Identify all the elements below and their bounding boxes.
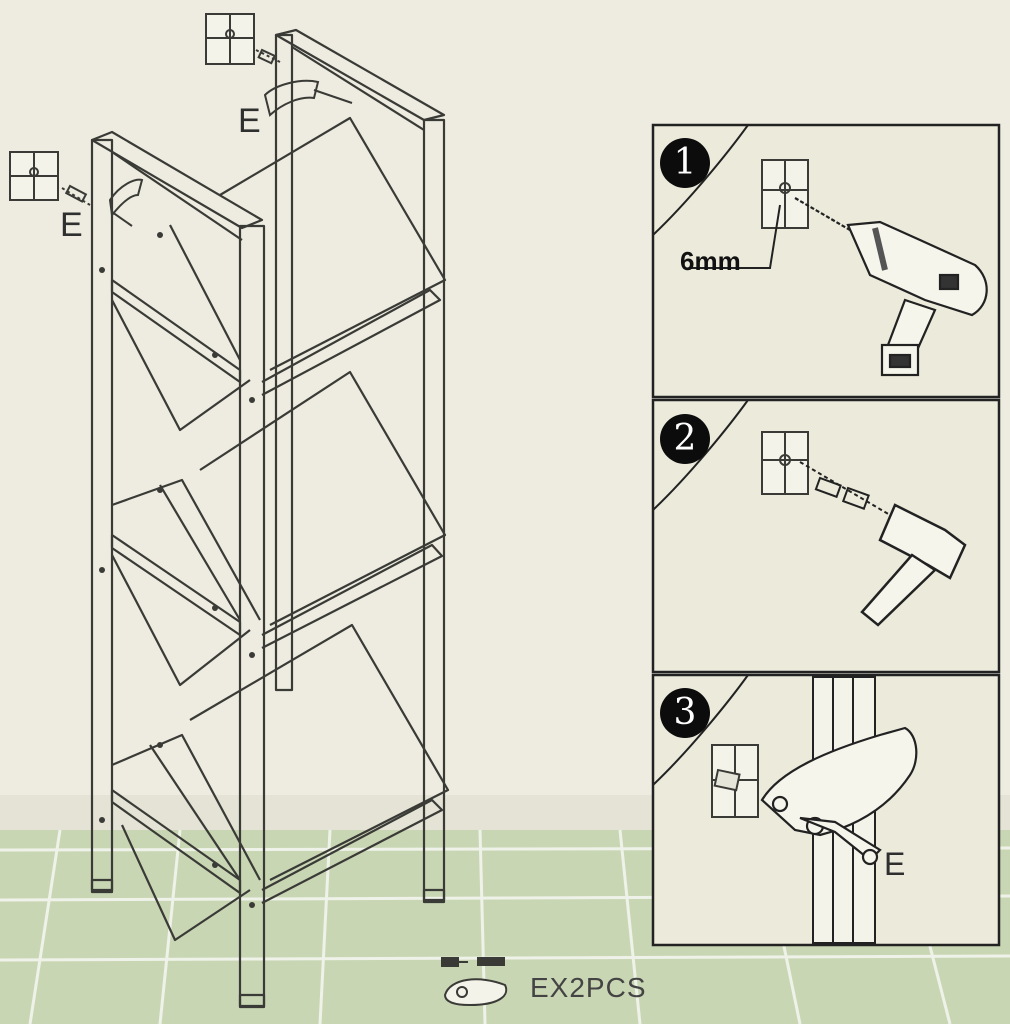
wall-anchor-top <box>205 13 353 117</box>
step-2-number: 2 <box>660 414 710 464</box>
step-1-number: 1 <box>660 138 710 188</box>
hardware-label-left: E <box>60 206 83 244</box>
back-left-post <box>274 33 294 692</box>
step-3-part-label: E <box>884 846 906 882</box>
shelf-tier-2 <box>110 370 447 687</box>
shelf-unit <box>90 28 450 1009</box>
hammer-icon <box>860 503 967 627</box>
wall-anchor-left <box>9 151 144 227</box>
front-top-rail <box>90 130 264 230</box>
drill-icon <box>794 197 988 377</box>
step-1-panel <box>651 123 1001 399</box>
hardware-label-top: E <box>238 102 261 140</box>
step-2-panel <box>651 398 1001 674</box>
shelf-tier-1 <box>110 116 447 432</box>
back-top-rail <box>274 28 446 122</box>
bolt-holes <box>99 232 255 908</box>
bracket-icon <box>760 726 918 866</box>
front-left-post <box>90 138 114 892</box>
step-3-number: 3 <box>660 688 710 738</box>
parts-count-label: EX2PCS <box>530 972 647 1003</box>
parts-callout <box>441 957 508 1007</box>
shelf-tier-3 <box>110 623 450 942</box>
step-3-anchor-plate <box>711 744 759 818</box>
back-right-post <box>422 118 446 902</box>
steps-panel <box>651 123 1001 947</box>
step-3-panel <box>651 673 1001 947</box>
step-1-anchor-plate <box>690 159 809 269</box>
wall-plug <box>799 461 891 516</box>
drill-size-label: 6mm <box>680 246 741 276</box>
